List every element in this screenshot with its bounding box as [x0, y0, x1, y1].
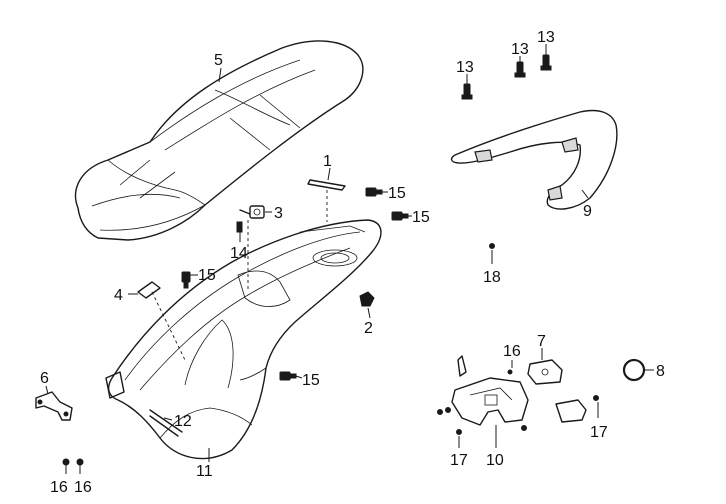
callout-17b: 17	[590, 424, 608, 441]
callout-13a: 13	[456, 59, 474, 76]
callout-15a: 15	[388, 185, 406, 202]
callout-7: 7	[537, 333, 546, 350]
callout-18: 18	[483, 269, 501, 286]
clip-17-part	[555, 395, 599, 423]
bracket-10-part	[437, 355, 529, 448]
callout-5: 5	[214, 52, 223, 69]
callout-9: 9	[583, 203, 592, 220]
latch-cable-part	[307, 167, 346, 222]
bolt-13-group	[461, 44, 552, 100]
screw-16-left-group	[62, 458, 84, 474]
grab-rail-part	[450, 109, 618, 210]
callout-15c: 15	[198, 267, 216, 284]
callout-8: 8	[656, 363, 665, 380]
bolt-15-group	[181, 187, 412, 381]
callout-10: 10	[486, 452, 504, 469]
bracket-7-part	[507, 348, 563, 385]
o-ring-8-part	[622, 358, 654, 382]
callout-13b: 13	[511, 41, 529, 58]
callout-13c: 13	[537, 29, 555, 46]
callout-14: 14	[230, 245, 248, 262]
callout-2: 2	[364, 320, 373, 337]
callout-16c: 16	[503, 343, 521, 360]
callout-16b: 16	[74, 479, 92, 496]
callout-11: 11	[196, 463, 213, 480]
callout-4: 4	[114, 287, 123, 304]
rod-12-part	[149, 409, 183, 437]
seat-part	[74, 40, 364, 241]
callout-3: 3	[274, 205, 283, 222]
nut-2-part	[359, 291, 375, 319]
callout-15d: 15	[302, 372, 320, 389]
callout-labels: 5 1 3 14 15 15 15 15 4 2 6 12 11 16 16 1…	[40, 29, 665, 496]
seat-tray-part	[105, 219, 382, 462]
callout-15b: 15	[412, 209, 430, 226]
callout-12: 12	[174, 413, 192, 430]
callout-1: 1	[323, 153, 332, 170]
callout-6: 6	[40, 370, 49, 387]
lock-3-part	[236, 205, 272, 290]
clip-4-part	[128, 281, 186, 361]
callout-17a: 17	[450, 452, 468, 469]
callout-16a: 16	[50, 479, 68, 496]
bracket-6-part	[35, 385, 73, 421]
screw-18-part	[489, 243, 495, 264]
